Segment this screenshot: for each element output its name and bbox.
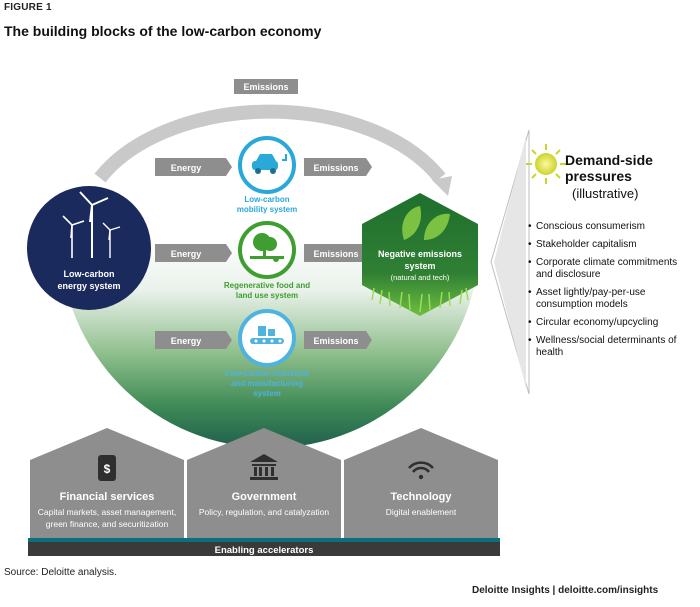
negative-system-line2: system <box>404 261 435 271</box>
row1-emissions-label: Emissions <box>313 163 358 173</box>
energy-system-line1: Low-carbon <box>64 269 115 279</box>
pillar-government-bg <box>187 428 341 538</box>
factory-conveyor-icon <box>250 326 284 344</box>
accelerators-label: Enabling accelerators <box>215 545 314 556</box>
pressure-item: Asset lightly/pay-per-use consumption mo… <box>528 287 696 311</box>
row2-energy-arrow <box>155 244 232 262</box>
mobility-name-line2: mobility system <box>237 205 297 214</box>
arc-emissions-tag <box>234 79 298 94</box>
wind-turbine-icon <box>62 191 121 258</box>
pillar-government-line1: Policy, regulation, and catalyzation <box>199 507 330 517</box>
negative-emissions-node <box>362 193 478 316</box>
tree-tractor-icon <box>250 233 284 262</box>
demand-side-chevron-fill <box>494 136 526 388</box>
pressures-title: Demand-side pressures <box>565 152 653 184</box>
energy-system-line2: energy system <box>57 281 120 291</box>
row1-emissions-arrow <box>304 158 372 176</box>
pillar-government-title: Government <box>232 491 297 503</box>
pillar-technology-line1: Digital enablement <box>386 507 457 517</box>
pressures-title-line2: pressures <box>565 168 632 184</box>
figure-label: FIGURE 1 <box>4 2 52 13</box>
dollar-phone-icon: $ <box>98 455 116 481</box>
mobility-name-line1: Low-carbon <box>244 195 289 204</box>
sun-icon <box>526 144 566 184</box>
industrial-name-line3: system <box>253 389 281 398</box>
row2-emissions-arrow <box>304 244 372 262</box>
row3-emissions-label: Emissions <box>313 336 358 346</box>
leaf-icon <box>402 206 450 240</box>
pressure-item: Corporate climate commitments and disclo… <box>528 257 696 281</box>
pressures-subtitle: (illustrative) <box>572 186 639 201</box>
pillar-technology-title: Technology <box>391 491 453 503</box>
row3-emissions-arrow <box>304 331 372 349</box>
negative-system-line3: (natural and tech) <box>391 273 450 282</box>
pressure-item: Stakeholder capitalism <box>528 239 696 251</box>
row2-energy-label: Energy <box>171 249 202 259</box>
pillar-financial-title: Financial services <box>60 491 155 503</box>
negative-system-line1: Negative emissions <box>378 249 462 259</box>
row3-energy-label: Energy <box>171 336 202 346</box>
pillar-financial-line2: green finance, and securitization <box>46 519 169 529</box>
pressure-item: Wellness/social determinants of health <box>528 335 696 359</box>
pressures-list: Conscious consumerism Stakeholder capita… <box>528 221 696 365</box>
wifi-icon <box>408 461 434 480</box>
pressure-item: Circular economy/upcycling <box>528 317 696 329</box>
emissions-arc <box>94 104 446 183</box>
row1-energy-label: Energy <box>171 163 202 173</box>
row2-emissions-label: Emissions <box>313 249 358 259</box>
svg-text:$: $ <box>104 462 111 476</box>
publisher-credit: Deloitte Insights | deloitte.com/insight… <box>472 585 659 596</box>
source-note: Source: Deloitte analysis. <box>4 567 117 578</box>
electric-car-icon <box>252 154 287 174</box>
accelerators-accent <box>28 538 500 542</box>
food-land-name-line2: land use system <box>236 291 298 300</box>
pillar-financial-bg <box>30 428 184 538</box>
food-land-name-line1: Regenerative food and <box>224 281 310 290</box>
accelerators-bar <box>28 542 500 556</box>
row1-energy-arrow <box>155 158 232 176</box>
industrial-name-line2: and manufacturing <box>231 379 303 388</box>
government-building-icon <box>250 454 278 480</box>
energy-system-node <box>27 186 151 310</box>
emissions-arc-arrowhead <box>432 176 452 196</box>
grass-icon <box>371 287 469 313</box>
pillar-technology-bg <box>344 428 498 538</box>
industrial-name-line1: Low-carbon industrial <box>225 369 309 378</box>
pressures-title-line1: Demand-side <box>565 152 653 168</box>
row3-energy-arrow <box>155 331 232 349</box>
arc-emissions-label: Emissions <box>243 82 288 92</box>
pillar-financial-line1: Capital markets, asset management, <box>38 507 176 517</box>
pressure-item: Conscious consumerism <box>528 221 696 233</box>
figure-title: The building blocks of the low-carbon ec… <box>4 23 322 39</box>
